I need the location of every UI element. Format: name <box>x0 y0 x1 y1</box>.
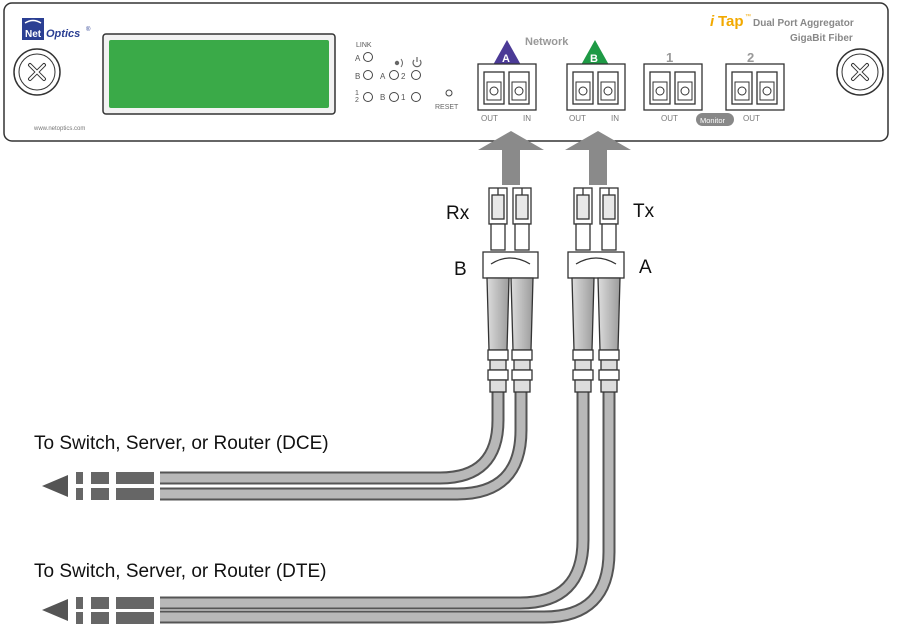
port-a-badge-text: A <box>502 53 510 65</box>
product-i: i <box>710 13 715 30</box>
reset-label: RESET <box>435 104 459 111</box>
product-tm: ™ <box>745 13 751 20</box>
product-subtitle-text: GigaBit Fiber <box>790 33 853 44</box>
port-b[interactable] <box>566 63 626 111</box>
fiber-connector-b <box>482 187 539 393</box>
rx-label: Rx <box>446 203 470 224</box>
arrow-up-icon <box>478 131 544 185</box>
dte-label: To Switch, Server, or Router (DTE) <box>34 561 326 582</box>
activity-icon <box>394 58 403 68</box>
arrow-left-icon <box>42 599 68 621</box>
led-b2 <box>389 92 399 102</box>
led-1b-label: 1 <box>401 93 406 102</box>
port-a-out-label: OUT <box>481 114 498 123</box>
led-group: LINK A B 1 2 A 2 B 1 <box>355 42 422 104</box>
product-title-text: Dual Port Aggregator <box>753 18 854 29</box>
dce-cable <box>160 392 528 501</box>
fiber-connector-a <box>567 187 625 393</box>
port-a-badge: A <box>493 40 521 65</box>
port-2-number: 2 <box>747 50 754 65</box>
port-b-badge-text: B <box>590 53 598 65</box>
led-2-label: 2 <box>355 97 359 104</box>
port-2[interactable] <box>725 63 785 111</box>
brand-registered: ® <box>86 26 91 33</box>
arrow-left-icon <box>42 475 68 497</box>
dte-dashed-end <box>76 597 154 624</box>
port-1-number: 1 <box>666 50 673 65</box>
front-panel: Net Optics ® www.netoptics.com LINK A B … <box>3 2 889 142</box>
product-tap: Tap <box>718 13 744 30</box>
port-1[interactable] <box>643 63 703 111</box>
port-b-badge: B <box>581 40 609 65</box>
dce-dashed-end <box>76 472 154 500</box>
netoptics-logo: Net Optics ® <box>22 18 91 40</box>
led-a2-label: A <box>380 72 386 81</box>
network-label: Network <box>525 36 569 48</box>
led-b2-label: B <box>380 93 385 102</box>
led-link-b <box>363 70 373 80</box>
led-2b-label: 2 <box>401 72 406 81</box>
led-link-a <box>363 52 373 62</box>
led-1-label: 1 <box>355 90 359 97</box>
port-b-in-label: IN <box>611 114 619 123</box>
connector-b-label: B <box>454 259 467 280</box>
arrow-up-icon <box>565 131 631 185</box>
right-thumbscrew-icon[interactable] <box>836 48 884 96</box>
left-thumbscrew-icon[interactable] <box>13 48 61 96</box>
connector-a-label: A <box>639 257 652 278</box>
monitor-label: Monitor <box>700 116 726 125</box>
port-1-out-label: OUT <box>661 114 678 123</box>
led-b-label: B <box>355 72 360 81</box>
dte-cable <box>160 392 616 624</box>
power-icon <box>412 57 422 68</box>
tx-label: Tx <box>633 201 655 222</box>
product-title: i Tap ™ Dual Port Aggregator GigaBit Fib… <box>710 13 854 44</box>
port-a[interactable] <box>477 63 537 111</box>
led-a2 <box>389 70 399 80</box>
brand-net: Net <box>25 29 42 40</box>
port-b-out-label: OUT <box>569 114 586 123</box>
led-a-label: A <box>355 54 361 63</box>
reset-button[interactable] <box>445 89 453 97</box>
link-label: LINK <box>356 42 372 49</box>
port-a-in-label: IN <box>523 114 531 123</box>
led-link-12 <box>363 92 373 102</box>
monitor-badge: Monitor <box>696 113 734 126</box>
led-1b <box>411 92 421 102</box>
brand-optics: Optics <box>46 28 80 40</box>
lcd-display <box>102 33 336 115</box>
website-text: www.netoptics.com <box>33 126 85 132</box>
led-2b <box>411 70 421 80</box>
port-2-out-label: OUT <box>743 114 760 123</box>
dce-label: To Switch, Server, or Router (DCE) <box>34 433 329 454</box>
